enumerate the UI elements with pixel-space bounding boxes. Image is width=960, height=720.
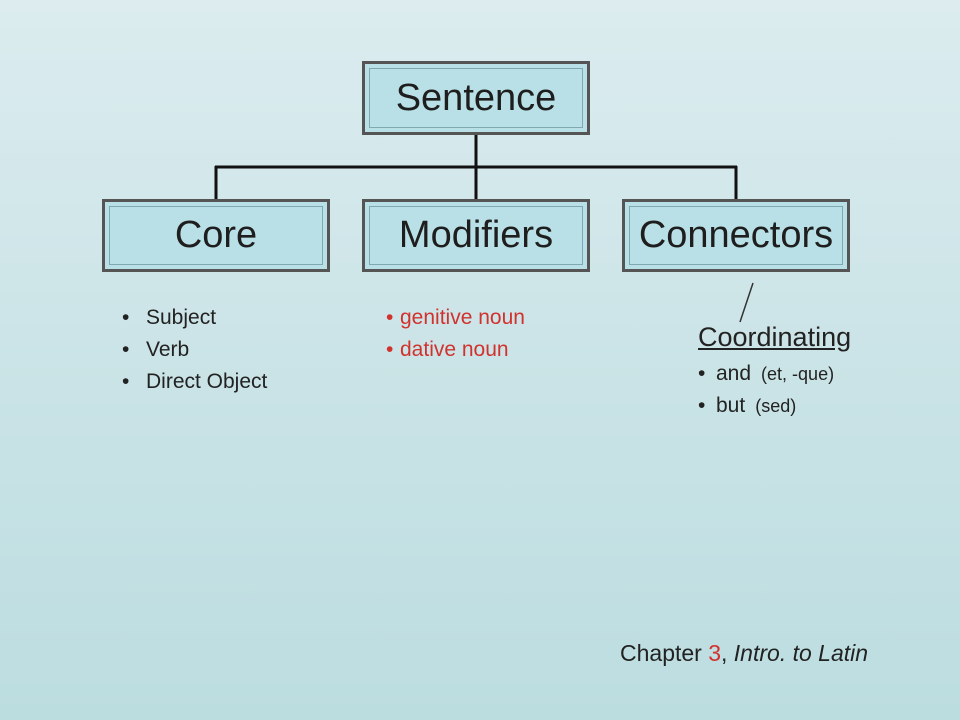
node-connectors: Connectors bbox=[622, 199, 850, 272]
footer-comma: , bbox=[721, 640, 728, 666]
slide-footer: Chapter 3, Intro. to Latin bbox=[620, 640, 868, 667]
coordinating-latin: (et, -que) bbox=[761, 364, 835, 384]
core-item-verb: Verb bbox=[122, 334, 267, 366]
core-item-direct-object: Direct Object bbox=[122, 366, 267, 398]
coordinating-heading: Coordinating bbox=[698, 322, 852, 352]
coordinating-latin: (sed) bbox=[755, 396, 797, 416]
footer-prefix: Chapter bbox=[620, 640, 702, 666]
coordinating-word: but bbox=[716, 394, 746, 417]
footer-course-title: Intro. to Latin bbox=[733, 640, 869, 666]
modifiers-list: genitive noun dative noun bbox=[386, 302, 525, 366]
coordinating-word: and bbox=[716, 362, 752, 385]
modifier-item-dative: dative noun bbox=[386, 334, 525, 366]
coordinating-item-but: but (sed) bbox=[698, 390, 834, 422]
coordinating-list: and (et, -que) but (sed) bbox=[698, 358, 834, 422]
core-item-subject: Subject bbox=[122, 302, 267, 334]
footer-chapter-number: 3 bbox=[708, 640, 722, 666]
node-modifiers: Modifiers bbox=[362, 199, 590, 272]
coordinating-item-and: and (et, -que) bbox=[698, 358, 834, 390]
node-sentence: Sentence bbox=[362, 61, 590, 135]
node-core: Core bbox=[102, 199, 330, 272]
modifier-item-genitive: genitive noun bbox=[386, 302, 525, 334]
core-list: Subject Verb Direct Object bbox=[122, 302, 267, 398]
connector-pointer-line bbox=[739, 282, 754, 323]
